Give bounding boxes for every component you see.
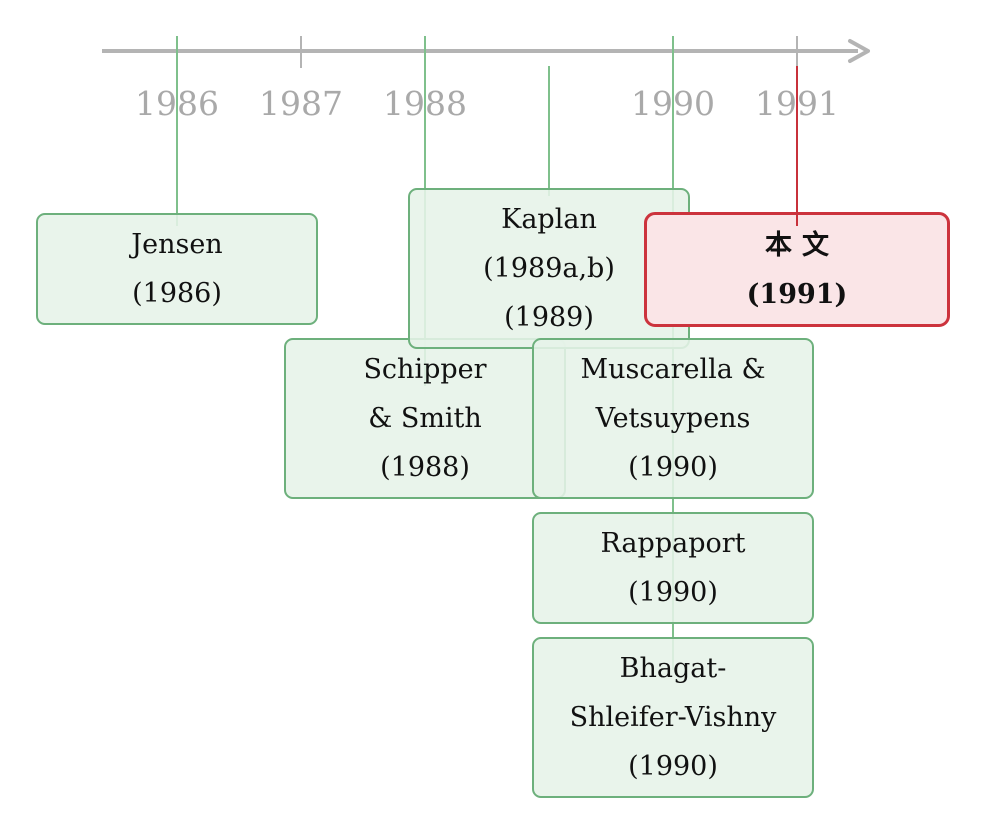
entry-rappaport: Rappaport (1990) — [532, 512, 814, 624]
year-tick-1987 — [300, 36, 302, 68]
axis-arrow-icon — [848, 39, 870, 63]
entry-cite: (1989a,b) — [483, 253, 615, 284]
connector-jensen — [176, 36, 178, 226]
year-tick-1991 — [796, 36, 798, 68]
entry-name: Bhagat- — [619, 653, 727, 684]
entry-name: Jensen — [131, 229, 223, 260]
year-label-1987: 1987 — [259, 84, 343, 123]
entry-year: (1990) — [628, 751, 718, 782]
entry-year: (1989) — [504, 302, 594, 333]
timeline-axis — [102, 49, 858, 53]
entry-name: Vetsuypens — [595, 403, 751, 434]
entry-this-paper: 本文 (1991) — [644, 212, 950, 327]
entry-jensen: Jensen (1986) — [36, 213, 318, 325]
entry-name: Muscarella & — [580, 354, 766, 385]
entry-name: & Smith — [368, 403, 482, 434]
entry-year: (1988) — [380, 452, 470, 483]
entry-name: Kaplan — [501, 204, 597, 235]
entry-bhagat-shleifer-vishny: Bhagat- Shleifer-Vishny (1990) — [532, 637, 814, 798]
entry-schipper-smith: Schipper & Smith (1988) — [284, 338, 566, 499]
connector-this-paper — [796, 66, 798, 226]
connector-kaplan — [548, 66, 550, 196]
entry-year: (1990) — [628, 452, 718, 483]
entry-year: (1991) — [746, 278, 848, 310]
entry-name: Schipper — [363, 354, 487, 385]
entry-muscarella-vetsuypens: Muscarella & Vetsuypens (1990) — [532, 338, 814, 499]
entry-name: 本文 — [765, 229, 839, 261]
entry-year: (1986) — [132, 278, 222, 309]
entry-name: Rappaport — [600, 528, 746, 559]
entry-name: Shleifer-Vishny — [569, 702, 777, 733]
entry-year: (1990) — [628, 577, 718, 608]
